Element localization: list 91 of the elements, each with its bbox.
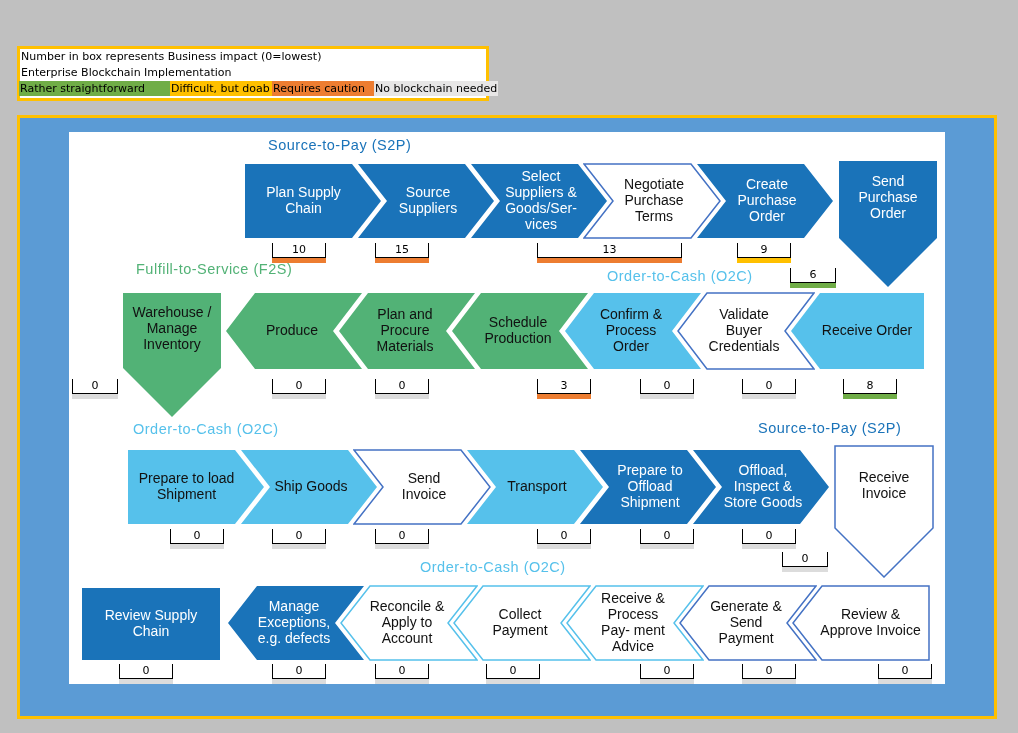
step-label: Produce (264, 321, 320, 341)
chevron-step (353, 449, 491, 525)
chevron-step (451, 292, 589, 370)
impact-score: 0 (375, 664, 429, 679)
section-heading: Order-to-Cash (O2C) (420, 559, 566, 575)
impact-score: 8 (843, 379, 897, 394)
chevron-step (225, 292, 363, 370)
step-label: Collect Payment (491, 605, 549, 640)
chevron-step (240, 449, 378, 525)
pentagon-step (834, 445, 934, 578)
chevron-step (470, 163, 608, 239)
section-heading: Source-to-Pay (S2P) (268, 137, 412, 153)
step-label: Receive & Process Pay- ment Advice (600, 589, 666, 656)
step-label: Send Invoice (400, 469, 448, 504)
impact-score: 10 (272, 243, 326, 258)
legend-note: Enterprise Blockchain Implementation (21, 66, 232, 79)
impact-score: 0 (170, 529, 224, 544)
impact-score: 0 (640, 379, 694, 394)
impact-score: 0 (272, 529, 326, 544)
impact-score: 0 (72, 379, 118, 394)
step-label: Negotiate Purchase Terms (623, 175, 685, 226)
chevron-step (679, 585, 817, 661)
step-label: Plan and Procure Materials (375, 305, 435, 356)
chevron-step (338, 292, 476, 370)
chevron-step (357, 163, 495, 239)
impact-score: 9 (737, 243, 791, 258)
impact-score: 0 (742, 664, 796, 679)
section-heading: Order-to-Cash (O2C) (607, 268, 753, 284)
step-label: Create Purchase Order (736, 175, 798, 226)
step-label: Confirm & Process Order (598, 305, 664, 356)
step-label: Transport (506, 477, 568, 497)
impact-score: 0 (375, 379, 429, 394)
impact-score: 0 (537, 529, 591, 544)
section-heading: Source-to-Pay (S2P) (758, 420, 902, 436)
chevron-step (696, 163, 834, 239)
chevron-step (127, 449, 265, 525)
step-label: Review Supply Chain (103, 606, 199, 641)
step-label: Generate & Send Payment (709, 597, 783, 648)
chevron-step (227, 585, 365, 661)
impact-score: 15 (375, 243, 429, 258)
step-label: Plan Supply Chain (265, 183, 342, 218)
impact-score: 0 (782, 552, 828, 567)
step-label: Review & Approve Invoice (819, 605, 922, 640)
chevron-step (340, 585, 478, 661)
chevron-step (677, 292, 815, 370)
impact-score: 0 (486, 664, 540, 679)
step-label: Offload, Inspect & Store Goods (723, 461, 803, 512)
legend-note: Number in box represents Business impact (0=lowest) (21, 50, 322, 63)
impact-score: 0 (640, 529, 694, 544)
step-label: Select Suppliers & Goods/Ser- vices (504, 167, 578, 234)
legend-item: Difficult, but doab (170, 81, 272, 96)
impact-score: 0 (375, 529, 429, 544)
legend-item: No blockchain needed (374, 81, 499, 96)
chevron-step (453, 585, 591, 661)
impact-score: 0 (878, 664, 932, 679)
section-heading: Fulfill-to-Service (F2S) (136, 261, 293, 277)
impact-score: 0 (272, 379, 326, 394)
section-heading: Order-to-Cash (O2C) (133, 421, 279, 437)
legend-item: Rather straightforward (19, 81, 170, 96)
chevron-step (244, 163, 382, 239)
step-label: Prepare to load Shipment (137, 469, 236, 504)
step-label: Prepare to Offload Shipment (616, 461, 684, 512)
pentagon-step (838, 160, 938, 288)
impact-score: 0 (119, 664, 173, 679)
step-label: Receive Invoice (857, 467, 911, 503)
step-label: Manage Exceptions, e.g. defects (256, 597, 332, 648)
step-label: Receive Order (820, 321, 914, 341)
step-label: Source Suppliers (397, 183, 459, 218)
impact-score: 6 (790, 268, 836, 283)
impact-score: 13 (537, 243, 682, 258)
legend-item: Requires caution (272, 81, 374, 96)
step-label: Ship Goods (273, 477, 349, 497)
process-box (81, 587, 221, 661)
step-label: Reconcile & Apply to Account (368, 597, 446, 648)
step-label: Warehouse / Manage Inventory (131, 303, 213, 354)
chevron-step (790, 292, 925, 370)
chevron-step (692, 449, 830, 525)
impact-score: 3 (537, 379, 591, 394)
step-label: Send Purchase Order (857, 172, 919, 223)
impact-score: 0 (742, 379, 796, 394)
chevron-step (583, 163, 721, 239)
step-label: Schedule Production (483, 313, 553, 348)
chevron-step (579, 449, 717, 525)
pentagon-step (122, 292, 222, 418)
step-label: Validate Buyer Credentials (707, 305, 781, 356)
chevron-step (466, 449, 604, 525)
chevron-step (566, 585, 704, 661)
chevron-step (564, 292, 702, 370)
impact-score: 0 (640, 664, 694, 679)
impact-score: 0 (742, 529, 796, 544)
impact-score: 0 (272, 664, 326, 679)
